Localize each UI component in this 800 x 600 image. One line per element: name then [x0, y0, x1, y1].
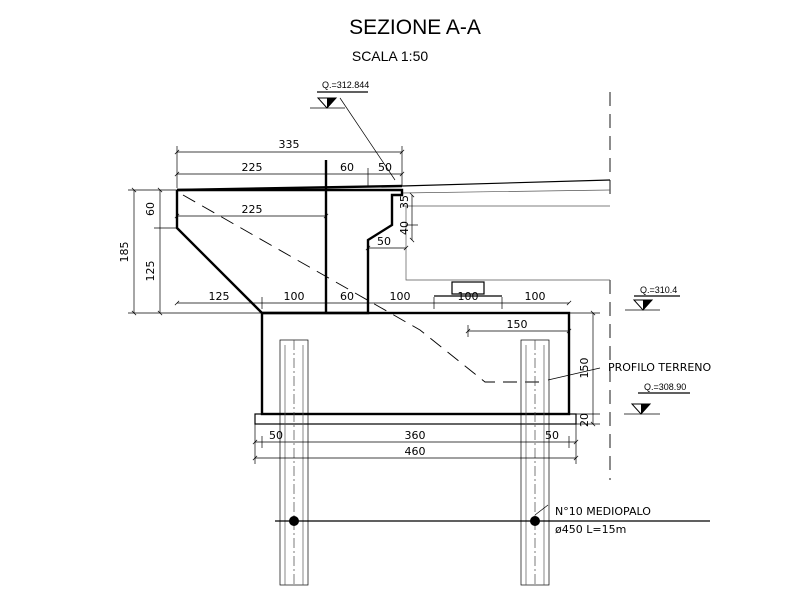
- svg-text:60: 60: [144, 202, 157, 216]
- profile-label: PROFILO TERRENO: [608, 361, 712, 374]
- svg-text:150: 150: [507, 318, 528, 331]
- pile-leader: [534, 504, 549, 516]
- dimension-top-parts: 225 60 50: [174, 161, 405, 186]
- svg-text:360: 360: [405, 429, 426, 442]
- pile-left: [279, 339, 309, 586]
- elevation-bottom: Q.=308.90: [624, 382, 690, 415]
- drawing-scale: SCALA 1:50: [352, 48, 428, 64]
- svg-text:100: 100: [525, 290, 546, 303]
- dimension-150: 150: [465, 318, 572, 337]
- dimension-left-185: 185: [118, 187, 262, 316]
- svg-text:125: 125: [144, 261, 157, 282]
- dimension-top-total: 335: [174, 138, 405, 188]
- elevation-top: Q.=312.844: [310, 80, 396, 181]
- dimension-base-total: 460: [252, 424, 579, 464]
- elevation-ground: Q.=310.4: [625, 285, 680, 311]
- svg-text:50: 50: [378, 161, 392, 174]
- deck-top-line: [401, 179, 611, 187]
- elevation-ground-label: Q.=310.4: [640, 285, 677, 295]
- svg-text:50: 50: [545, 429, 559, 442]
- dimension-corbel: 35 40 50: [365, 192, 418, 251]
- wall-top-line: [176, 184, 403, 192]
- elevation-top-label: Q.=312.844: [322, 80, 369, 90]
- deck-line-2: [401, 189, 611, 194]
- svg-text:225: 225: [242, 203, 263, 216]
- backwall-outline: [405, 206, 610, 281]
- svg-text:150: 150: [578, 358, 591, 379]
- pile-right: [520, 339, 550, 586]
- svg-text:335: 335: [279, 138, 300, 151]
- svg-text:100: 100: [458, 290, 479, 303]
- pile-spec-label: ø450 L=15m: [555, 523, 626, 536]
- dimension-cap-height: 150 20: [569, 310, 600, 427]
- dimension-cap-row: 125 100 60 100 100 100: [174, 290, 572, 309]
- svg-text:60: 60: [340, 290, 354, 303]
- svg-text:125: 125: [209, 290, 230, 303]
- dimension-left-60-125: 60 125: [144, 187, 177, 316]
- svg-text:50: 50: [377, 235, 391, 248]
- pile-count-label: N°10 MEDIOPALO: [555, 505, 651, 518]
- svg-text:225: 225: [242, 161, 263, 174]
- lean-concrete-layer: [254, 413, 577, 425]
- pile-marker-left: [289, 516, 299, 526]
- svg-text:60: 60: [340, 161, 354, 174]
- svg-text:20: 20: [578, 413, 591, 427]
- ground-profile-line: [182, 194, 546, 383]
- elevation-bottom-label: Q.=308.90: [644, 382, 686, 392]
- bearing-pad: [451, 281, 485, 295]
- dimension-base-parts: 50 360 50: [252, 429, 579, 448]
- svg-text:460: 460: [405, 445, 426, 458]
- svg-text:40: 40: [398, 221, 411, 235]
- svg-text:100: 100: [390, 290, 411, 303]
- svg-text:50: 50: [269, 429, 283, 442]
- profile-leader: [547, 367, 601, 381]
- svg-text:35: 35: [398, 195, 411, 209]
- dimension-inner-225: 225: [174, 203, 329, 219]
- pile-marker-right: [530, 516, 540, 526]
- svg-text:100: 100: [284, 290, 305, 303]
- drawing-title: SEZIONE A-A: [349, 16, 481, 39]
- svg-text:185: 185: [118, 242, 131, 263]
